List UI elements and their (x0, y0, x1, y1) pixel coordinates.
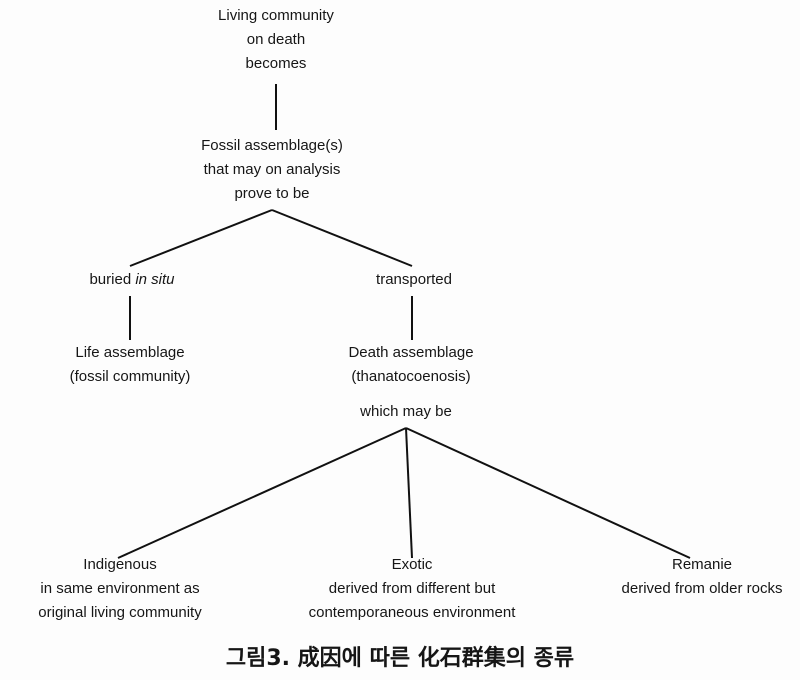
node-text-italic: in situ (135, 271, 175, 288)
node-text: prove to be (234, 185, 310, 202)
node-text: derived from different but (328, 580, 496, 597)
node-text: Death assemblage (348, 344, 474, 361)
figure-caption: 그림3. 成因에 따른 化石群集의 종류 (225, 646, 575, 671)
node-text: that may on analysis (203, 161, 341, 178)
node-text: Indigenous (83, 556, 157, 573)
node-buried-in-situ: buried in situ (89, 268, 174, 292)
node-text: transported (376, 271, 452, 288)
node-text: Remanie (671, 556, 733, 573)
line-fossil-transported (271, 209, 413, 267)
node-text: Fossil assemblage(s) (201, 137, 343, 154)
node-text: Living community (218, 7, 334, 24)
node-death-assemblage: Death assemblage (thanatocoenosis) (348, 341, 473, 389)
node-text: Exotic (391, 556, 433, 573)
node-transported: transported (376, 268, 452, 292)
node-which-may-be: which may be (360, 400, 452, 424)
node-text: derived from older rocks (621, 580, 783, 597)
node-exotic: Exotic derived from different but contem… (309, 553, 516, 625)
node-text: Life assemblage (75, 344, 185, 361)
node-text: (fossil community) (69, 368, 191, 385)
line-which-exotic (405, 427, 413, 559)
node-indigenous: Indigenous in same environment as origin… (38, 553, 201, 625)
node-text: original living community (38, 604, 202, 621)
node-life-assemblage: Life assemblage (fossil community) (70, 341, 191, 389)
node-text: on death (246, 31, 306, 48)
node-text: which may be (360, 403, 452, 420)
line-which-indigenous (117, 427, 407, 559)
node-text: (thanatocoenosis) (351, 368, 471, 385)
line-which-remanie (405, 427, 691, 559)
node-text: buried (89, 271, 136, 288)
node-fossil-assemblage: Fossil assemblage(s) that may on analysi… (201, 134, 343, 206)
node-remanie: Remanie derived from older rocks (622, 553, 783, 601)
node-text: contemporaneous environment (308, 604, 516, 621)
node-living-community: Living community on death becomes (218, 4, 334, 76)
node-text: becomes (245, 55, 307, 72)
line-fossil-buried (129, 209, 273, 267)
node-text: in same environment as (40, 580, 200, 597)
